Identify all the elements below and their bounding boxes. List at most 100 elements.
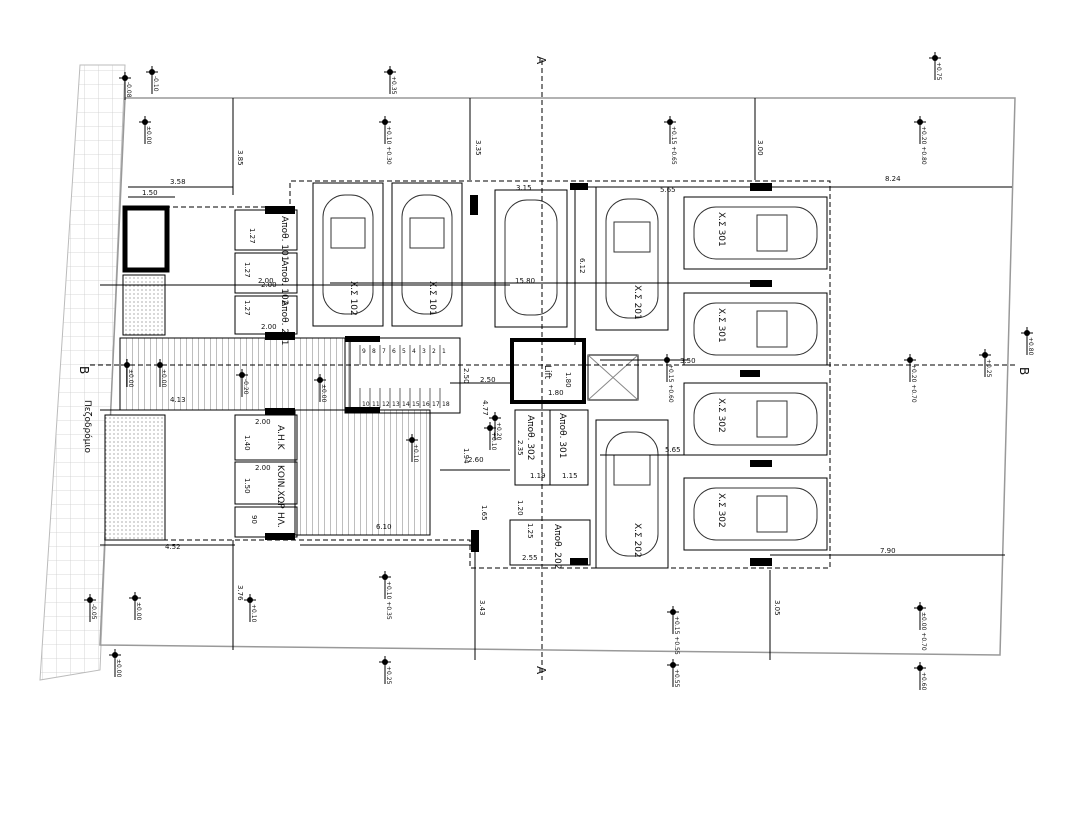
planter [122, 274, 166, 336]
car-icon [605, 198, 659, 319]
stair-step-number: 16 [422, 401, 430, 408]
svg-text:Αποθ. 201: Αποθ. 201 [279, 300, 289, 346]
stair-step-number: 1 [442, 348, 446, 355]
svg-text:±0.00: ±0.00 [135, 602, 142, 621]
svg-text:+0.10: +0.10 [490, 432, 497, 451]
room-ahk: Α.Η.Κ 2.00 1.40 [234, 414, 298, 461]
svg-text:-0.20: -0.20 [242, 379, 249, 395]
storage-302: Αποθ. 302 2.35 1.19 [514, 409, 551, 486]
svg-text:±0.00: ±0.00 [320, 384, 327, 403]
svg-text:2.35: 2.35 [516, 440, 524, 456]
storage-301: Αποθ. 301 1.15 [549, 409, 589, 486]
svg-text:2.00: 2.00 [261, 323, 277, 331]
elevation-marker: -0.10 [146, 66, 159, 94]
svg-text:+0.25: +0.25 [385, 666, 392, 685]
svg-text:-0.10: -0.10 [152, 76, 159, 92]
dimension-label: 4.52 [165, 543, 181, 551]
lift-shaft: Lift 1.80 1.80 [510, 338, 586, 404]
elevation-marker: +0.10 [406, 434, 419, 463]
common-area [294, 409, 431, 536]
stair-step-number: 2 [432, 348, 436, 355]
dimension-label: 5.65 [665, 446, 681, 454]
elevation-marker: -0.20 [236, 369, 249, 397]
elevation-marker: ±0.00 [154, 359, 167, 388]
svg-text:1.27: 1.27 [243, 262, 251, 278]
svg-text:±0.00: ±0.00 [115, 659, 122, 678]
elevation-marker: +0.20 +0.70 [904, 354, 917, 403]
stair-step-number: 7 [382, 348, 386, 355]
svg-text:±0.00 +0.70: ±0.00 +0.70 [920, 612, 927, 651]
wall-block [122, 205, 170, 273]
elevation-marker: +0.10 +0.35 [379, 571, 392, 620]
parking-space: Χ.Σ 301 [683, 196, 828, 270]
svg-text:+0.80: +0.80 [1027, 337, 1034, 356]
parking-space: Χ.Σ 302 [683, 382, 828, 456]
svg-text:Αποθ. 202: Αποθ. 202 [552, 524, 562, 570]
room-electrical: ΗΛ. 90 [234, 506, 298, 538]
stair-step-number: 4 [412, 348, 416, 355]
stair-step-number: 9 [362, 348, 366, 355]
elevation-marker: ±0.00 [129, 592, 142, 621]
elevation-marker: ±0.00 [314, 374, 327, 403]
svg-text:+0.10: +0.10 [412, 444, 419, 463]
parking-label: Χ.Σ 202 [632, 523, 642, 558]
stair-step-number: 18 [442, 401, 450, 408]
parking-label: Χ.Σ 301 [716, 212, 726, 247]
dimension-label: 4.13 [170, 396, 186, 404]
dimension-label: 3.85 [236, 150, 244, 166]
section-mark-right: B [1017, 367, 1031, 375]
svg-text:1.27: 1.27 [248, 228, 256, 244]
elevation-marker: +0.15 +0.60 [661, 354, 674, 403]
svg-text:-0.05: -0.05 [90, 604, 97, 620]
svg-text:+0.10 +0.30: +0.10 +0.30 [385, 126, 392, 165]
svg-text:+0.35: +0.35 [390, 76, 397, 95]
car-icon [693, 302, 818, 356]
dimension-label: 3.15 [516, 184, 532, 192]
elevation-marker: ±0.00 [139, 116, 152, 145]
stair-step-number: 11 [372, 401, 380, 408]
car-icon [693, 206, 818, 260]
dimension-label: 15.80 [515, 277, 535, 285]
elevation-marker: +0.10 [484, 422, 497, 451]
svg-text:±0.00: ±0.00 [127, 369, 134, 388]
svg-text:+0.10: +0.10 [250, 604, 257, 623]
stair-step-number: 12 [382, 401, 390, 408]
svg-text:+0.25: +0.25 [985, 359, 992, 378]
svg-text:ΗΛ.: ΗΛ. [275, 512, 285, 528]
dimension-label: 1.20 [516, 500, 524, 516]
elevation-marker: +0.20 [489, 412, 502, 441]
parking-label: Χ.Σ 302 [716, 398, 726, 433]
svg-text:1.25: 1.25 [526, 523, 534, 539]
elevation-marker: +0.10 [244, 594, 257, 623]
dimension-label: 4.77 [481, 400, 489, 416]
elevation-marker: +0.15 +0.65 [664, 116, 677, 165]
section-mark-left: B [77, 366, 91, 374]
elevation-marker: +0.35 [384, 66, 397, 95]
svg-text:+0.75: +0.75 [935, 62, 942, 81]
dimension-label: 3.43 [478, 600, 486, 616]
svg-text:ΚΟΙΝ.ΧΩΡ: ΚΟΙΝ.ΧΩΡ [275, 465, 285, 509]
svg-text:+0.60: +0.60 [920, 672, 927, 691]
stair-step-number: 8 [372, 348, 376, 355]
dimension-label: 3.58 [170, 178, 186, 186]
svg-text:2.00: 2.00 [255, 418, 271, 426]
parking-space: Χ.Σ 302 [683, 477, 828, 551]
dimension-lines [100, 98, 1012, 660]
dimension-label: 2.50 [462, 368, 470, 384]
elevation-marker: +0.25 [979, 349, 992, 378]
room-common: ΚΟΙΝ.ΧΩΡ 2.00 1.50 [234, 461, 298, 509]
shaft-void [587, 354, 639, 401]
elevation-marker: -0.08 [119, 72, 132, 100]
elevation-marker: +0.25 [379, 656, 392, 685]
svg-text:+0.20 +0.80: +0.20 +0.80 [920, 126, 927, 165]
car-icon [322, 194, 374, 315]
svg-text:2.00: 2.00 [255, 464, 271, 472]
svg-text:+0.55: +0.55 [673, 669, 680, 688]
parking-space: Χ.Σ 202 [595, 419, 669, 569]
parking-label: Χ.Σ 102 [348, 281, 358, 316]
svg-text:Αποθ. 102: Αποθ. 102 [279, 260, 289, 306]
elevation-marker: ±0.00 [109, 649, 122, 678]
svg-text:Αποθ. 302: Αποθ. 302 [525, 415, 535, 461]
svg-text:+0.10 +0.35: +0.10 +0.35 [385, 581, 392, 620]
